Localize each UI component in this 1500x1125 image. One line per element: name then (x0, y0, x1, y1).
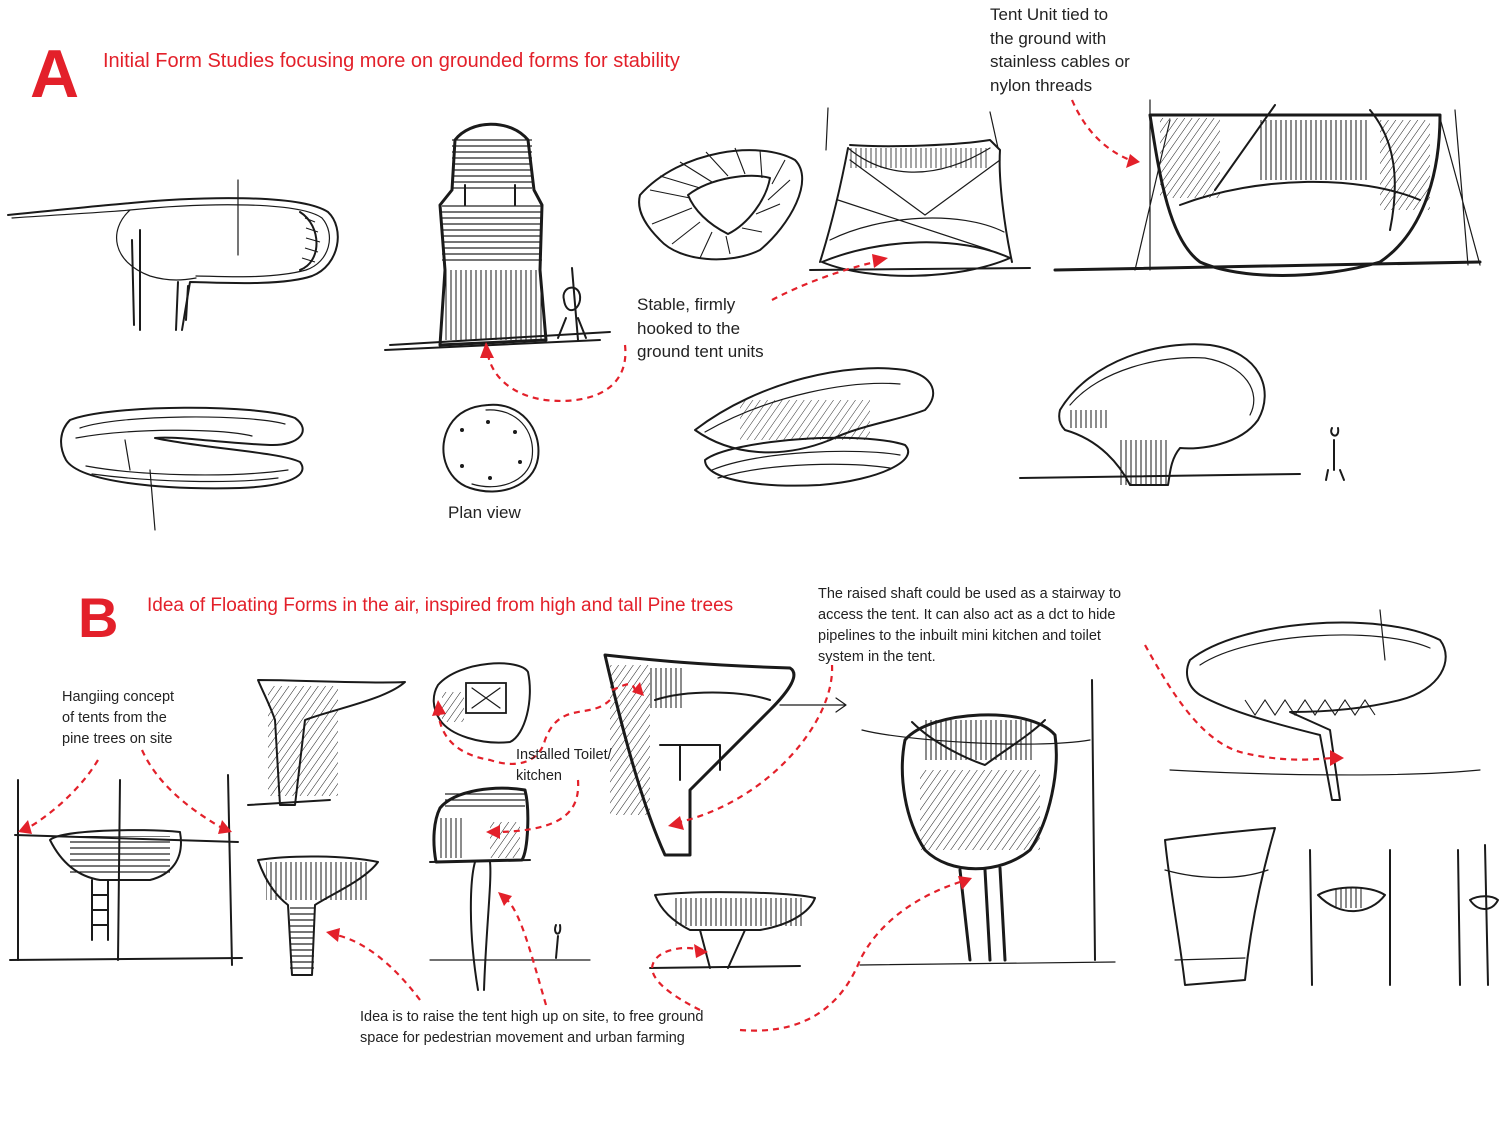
sketch-hanging-tent (10, 775, 242, 965)
sketch-interior-cell (434, 663, 530, 742)
note-installed: Installed Toilet/ kitchen (516, 745, 612, 787)
note-tent-tied: Tent Unit tied to the ground with stainl… (990, 3, 1130, 97)
sketch-tower (385, 124, 610, 350)
sketch-floating-slab (650, 892, 815, 968)
sketch-funnel-shaft (258, 856, 378, 975)
sketch-plan-form (61, 408, 303, 530)
sketch-raised-cabin (430, 788, 590, 990)
sketch-cantilever-form (8, 180, 338, 330)
note-hanging: Hangiing concept of tents from the pine … (62, 687, 174, 750)
sketch-triangular-shell (639, 148, 802, 259)
note-stable: Stable, firmly hooked to the ground tent… (637, 293, 764, 364)
sketch-small-studies (1165, 828, 1498, 985)
sketch-shell-canopy (695, 368, 933, 485)
annotation-arrows (18, 100, 1344, 1031)
section-b-letter: B (78, 590, 118, 646)
section-b-title: Idea of Floating Forms in the air, inspi… (147, 595, 733, 617)
sketch-plan-view-circle (443, 405, 538, 492)
note-plan-view: Plan view (448, 501, 521, 525)
section-a-letter: A (30, 40, 79, 108)
sketch-flared-shaft-high (248, 680, 405, 805)
sketch-tied-tent (1055, 100, 1480, 276)
sketch-draped-tent (810, 108, 1030, 276)
sketch-elevated-disc (1170, 610, 1480, 800)
sketch-bowl-twin-columns (860, 680, 1115, 965)
note-idea: Idea is to raise the tent high up on sit… (360, 1007, 703, 1049)
sketch-egg-unit (1020, 344, 1344, 485)
note-raised-shaft: The raised shaft could be used as a stai… (818, 584, 1121, 668)
section-a-title: Initial Form Studies focusing more on gr… (103, 50, 680, 73)
sketch-shaft-section (605, 655, 846, 855)
